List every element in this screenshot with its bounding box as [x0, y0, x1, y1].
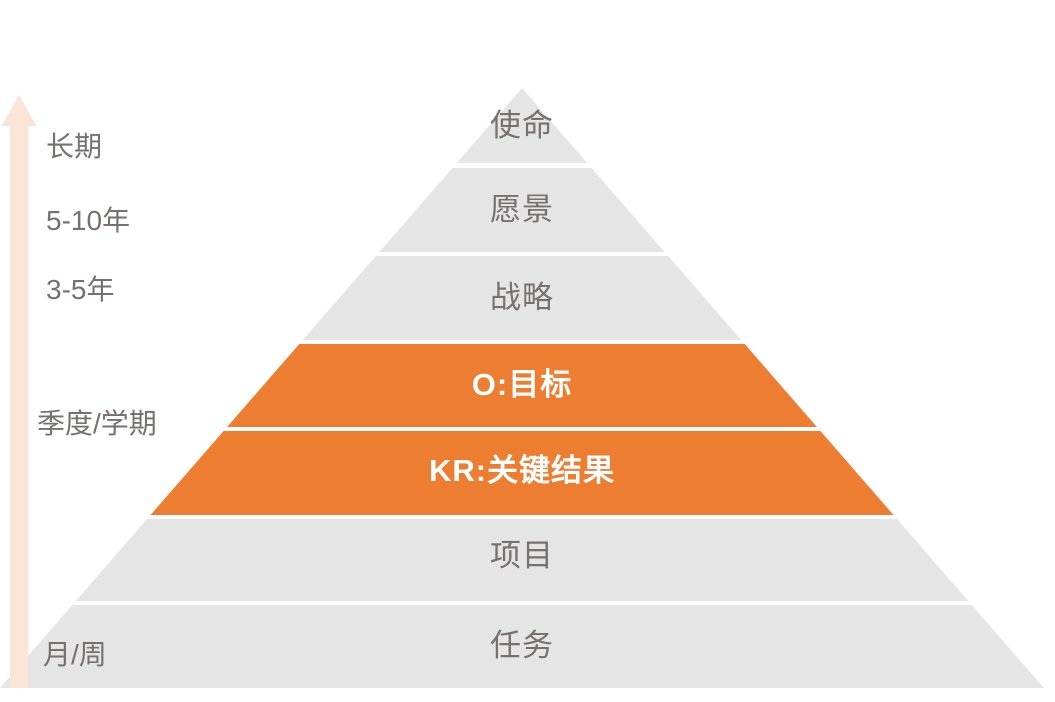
pyramid-tier-7	[0, 605, 1044, 688]
pyramid-tier-3	[302, 256, 742, 340]
pyramid-tier-6	[75, 519, 969, 601]
pyramid-layers	[0, 88, 1044, 688]
pyramid-tier-2	[379, 168, 665, 252]
timeline-up-arrow-icon	[1, 95, 37, 688]
pyramid-tier-4	[227, 344, 817, 427]
pyramid-tier-1	[456, 88, 588, 163]
pyramid-tier-5	[150, 431, 894, 515]
